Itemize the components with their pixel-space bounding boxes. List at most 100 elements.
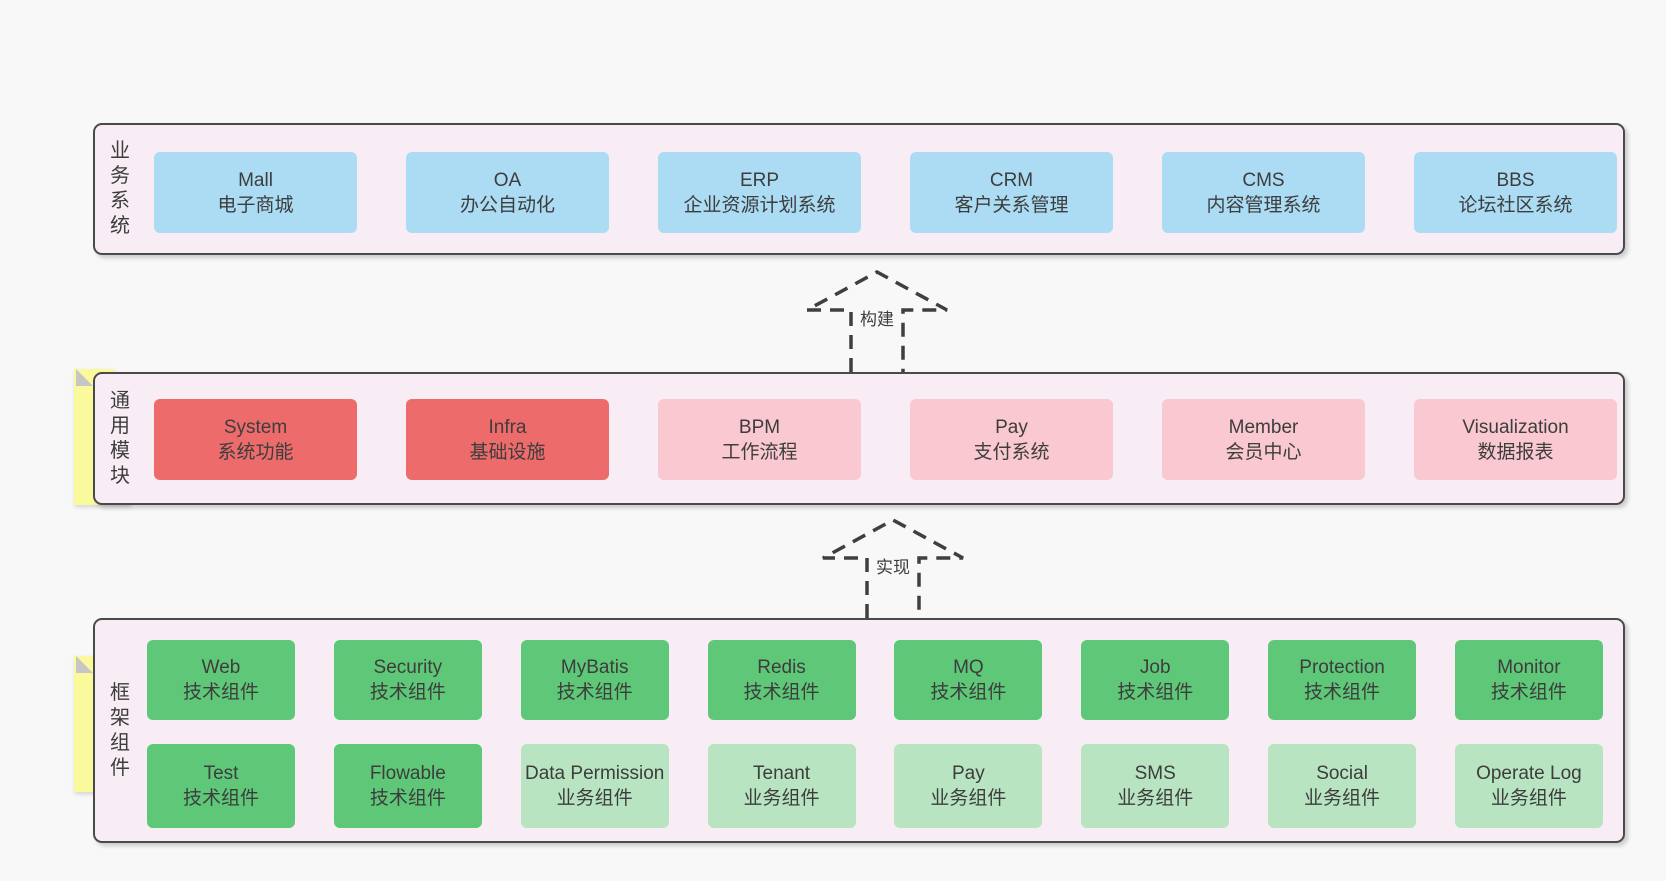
box-subtitle: 系统功能 [217, 441, 294, 463]
box-bbs: BBS 论坛社区系统 [1414, 152, 1617, 233]
box-subtitle: 业务组件 [1490, 788, 1567, 809]
box-subtitle: 技术组件 [1490, 682, 1567, 703]
box-subtitle: 技术组件 [182, 682, 259, 703]
box-pay-component: Pay 业务组件 [894, 744, 1043, 828]
layer-common-modules: 通用模块 System 系统功能 Infra 基础设施 BPM 工作流程 Pay… [93, 372, 1625, 505]
box-title: Member [1228, 416, 1299, 438]
box-subtitle: 技术组件 [369, 682, 446, 703]
box-infra: Infra 基础设施 [406, 399, 609, 480]
box-subtitle: 技术组件 [1304, 682, 1381, 703]
box-redis: Redis 技术组件 [707, 640, 856, 720]
sticky-builtin-components: 内置组件 [37, 656, 93, 792]
box-erp: ERP 企业资源计划系统 [658, 152, 861, 233]
box-title: Security [373, 657, 443, 678]
box-subtitle: 论坛社区系统 [1458, 194, 1573, 216]
box-title: Flowable [369, 763, 446, 784]
box-title: Infra [488, 416, 527, 438]
box-subtitle: 业务组件 [1117, 788, 1194, 809]
box-visualization: Visualization 数据报表 [1414, 399, 1617, 480]
box-title: Web [201, 657, 241, 678]
box-protection: Protection 技术组件 [1268, 640, 1417, 720]
box-subtitle: 支付系统 [973, 441, 1050, 463]
box-subtitle: 数据报表 [1477, 441, 1554, 463]
build-arrow-label: 构建 [857, 310, 897, 330]
box-subtitle: 基础设施 [469, 441, 546, 463]
box-subtitle: 电子商城 [217, 194, 294, 216]
box-operate-log: Operate Log 业务组件 [1454, 744, 1603, 828]
box-title: Visualization [1462, 416, 1569, 438]
box-subtitle: 业务组件 [1304, 788, 1381, 809]
box-test: Test 技术组件 [147, 744, 295, 828]
box-subtitle: 技术组件 [369, 788, 446, 809]
layer-modules-label: 通用模块 [110, 389, 130, 487]
box-title: Data Permission [524, 763, 665, 784]
box-title: SMS [1134, 763, 1176, 784]
box-monitor: Monitor 技术组件 [1454, 640, 1603, 720]
box-subtitle: 会员中心 [1225, 441, 1302, 463]
box-subtitle: 业务组件 [930, 788, 1007, 809]
layer-business-systems: 业务系统 Mall 电子商城 OA 办公自动化 ERP 企业资源计划系统 CRM… [93, 123, 1625, 255]
box-web: Web 技术组件 [147, 640, 295, 720]
components-row-2: Test 技术组件 Flowable 技术组件 Data Permission … [147, 744, 1603, 828]
layer-business-label: 业务系统 [110, 140, 130, 237]
box-title: MyBatis [560, 657, 629, 678]
layer-components-label: 框架组件 [110, 681, 130, 779]
implement-arrow-icon [822, 518, 964, 618]
box-title: BBS [1496, 169, 1535, 191]
box-title: Redis [757, 657, 806, 678]
box-social: Social 业务组件 [1268, 744, 1417, 828]
box-title: CRM [989, 169, 1034, 191]
box-mybatis: MyBatis 技术组件 [520, 640, 669, 720]
sticky-builtin-features: 内置功能 [37, 369, 93, 505]
box-title: Job [1139, 657, 1171, 678]
box-title: Tenant [753, 763, 811, 784]
box-member: Member 会员中心 [1162, 399, 1365, 480]
box-pay-system: Pay 支付系统 [910, 399, 1113, 480]
box-subtitle: 技术组件 [556, 682, 633, 703]
implement-arrow-label: 实现 [873, 558, 913, 578]
components-row-1: Web 技术组件 Security 技术组件 MyBatis 技术组件 Redi… [147, 640, 1603, 720]
layer-framework-components: 框架组件 Web 技术组件 Security 技术组件 MyBatis 技术组件… [93, 618, 1625, 843]
box-title: Monitor [1497, 657, 1561, 678]
box-bpm: BPM 工作流程 [658, 399, 861, 480]
build-arrow-icon [806, 270, 948, 372]
box-crm: CRM 客户关系管理 [910, 152, 1113, 233]
box-title: Pay [952, 763, 985, 784]
box-subtitle: 内容管理系统 [1206, 194, 1321, 216]
box-title: BPM [738, 416, 781, 438]
box-title: Test [203, 763, 239, 784]
box-title: Pay [995, 416, 1028, 438]
box-system: System 系统功能 [154, 399, 357, 480]
box-mq: MQ 技术组件 [894, 640, 1043, 720]
box-tenant: Tenant 业务组件 [707, 744, 856, 828]
box-subtitle: 办公自动化 [459, 194, 555, 216]
box-data-permission: Data Permission 业务组件 [520, 744, 669, 828]
box-security: Security 技术组件 [333, 640, 482, 720]
box-title: Protection [1299, 657, 1385, 678]
box-subtitle: 工作流程 [721, 441, 798, 463]
box-subtitle: 业务组件 [556, 788, 633, 809]
box-subtitle: 技术组件 [743, 682, 820, 703]
box-title: OA [493, 169, 522, 191]
box-oa: OA 办公自动化 [406, 152, 609, 233]
box-title: Mall [238, 169, 273, 191]
business-boxes-row: Mall 电子商城 OA 办公自动化 ERP 企业资源计划系统 CRM 客户关系… [154, 152, 1617, 233]
box-subtitle: 技术组件 [930, 682, 1007, 703]
box-subtitle: 客户关系管理 [954, 194, 1069, 216]
box-title: CMS [1242, 169, 1285, 191]
box-title: Operate Log [1476, 763, 1582, 784]
box-flowable: Flowable 技术组件 [333, 744, 482, 828]
box-cms: CMS 内容管理系统 [1162, 152, 1365, 233]
box-title: Social [1316, 763, 1368, 784]
box-title: MQ [953, 657, 984, 678]
box-title: ERP [739, 169, 780, 191]
box-title: System [223, 416, 288, 438]
box-subtitle: 企业资源计划系统 [683, 194, 836, 216]
box-subtitle: 技术组件 [182, 788, 259, 809]
box-subtitle: 技术组件 [1117, 682, 1194, 703]
box-subtitle: 业务组件 [743, 788, 820, 809]
box-mall: Mall 电子商城 [154, 152, 357, 233]
box-sms: SMS 业务组件 [1081, 744, 1230, 828]
box-job: Job 技术组件 [1081, 640, 1230, 720]
